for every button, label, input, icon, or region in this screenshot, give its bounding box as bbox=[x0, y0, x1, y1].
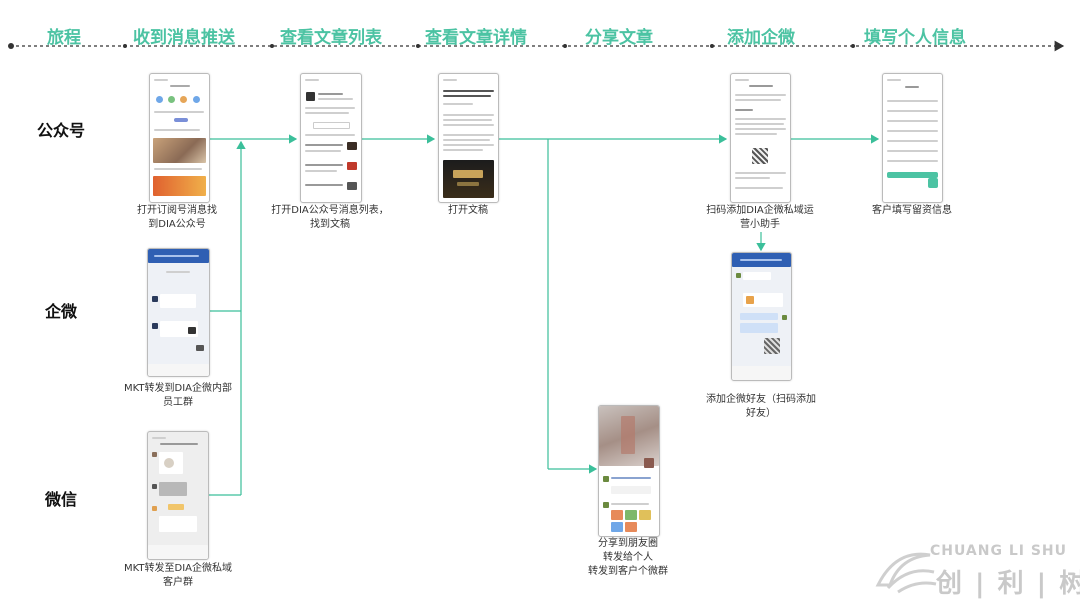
phone-wecom-group bbox=[147, 248, 210, 377]
phone-article-list bbox=[300, 73, 362, 203]
phone-gzh-push bbox=[149, 73, 210, 203]
phone-wechat-group bbox=[147, 431, 209, 560]
qr-code-icon bbox=[752, 148, 768, 164]
caption-wechat-push: MKT转发至DIA企微私域客户群 bbox=[123, 563, 232, 588]
phone-share-moments bbox=[598, 405, 660, 537]
caption-article-list: 打开DIA公众号消息列表，找到文稿 bbox=[271, 205, 389, 230]
phone-add-wecom-scan bbox=[730, 73, 791, 203]
caption-add-wecom-friend: 添加企微好友（扫码添加好友） bbox=[706, 394, 816, 419]
stage-label-list: 查看文章列表 bbox=[280, 28, 382, 48]
caption-wecom-push: MKT转发到DIA企微内部员工群 bbox=[123, 383, 232, 408]
row-label-wecom: 企微 bbox=[45, 302, 78, 321]
phone-add-wecom-friend bbox=[731, 252, 792, 381]
phone-article-detail bbox=[438, 73, 499, 203]
stage-label-share: 分享文章 bbox=[585, 28, 653, 48]
row-label-gzh: 公众号 bbox=[37, 121, 86, 140]
logo-latin: CHUANG LI SHU bbox=[930, 543, 1068, 559]
caption-fill-info: 客户填写留资信息 bbox=[872, 205, 952, 216]
logo-chinese: 创 | 利 | 树 bbox=[936, 569, 1080, 599]
caption-add-wecom-scan: 扫码添加DIA企微私域运营小助手 bbox=[706, 205, 814, 230]
timeline-start-dot bbox=[8, 43, 14, 49]
caption-article-detail: 打开文稿 bbox=[448, 205, 488, 216]
caption-share: 分享到朋友圈转发给个人转发到客户个微群 bbox=[588, 538, 668, 577]
stage-label-wecom: 添加企微 bbox=[727, 28, 795, 48]
stage-label-push: 收到消息推送 bbox=[133, 28, 235, 48]
stage-label-journey: 旅程 bbox=[47, 28, 81, 48]
submit-bar bbox=[887, 172, 938, 178]
phone-fill-info bbox=[882, 73, 943, 203]
stage-label-info: 填写个人信息 bbox=[864, 28, 966, 48]
caption-gzh-push: 打开订阅号消息找到DIA公众号 bbox=[137, 205, 217, 230]
stage-label-detail: 查看文章详情 bbox=[425, 28, 527, 48]
row-label-wechat: 微信 bbox=[45, 490, 78, 509]
